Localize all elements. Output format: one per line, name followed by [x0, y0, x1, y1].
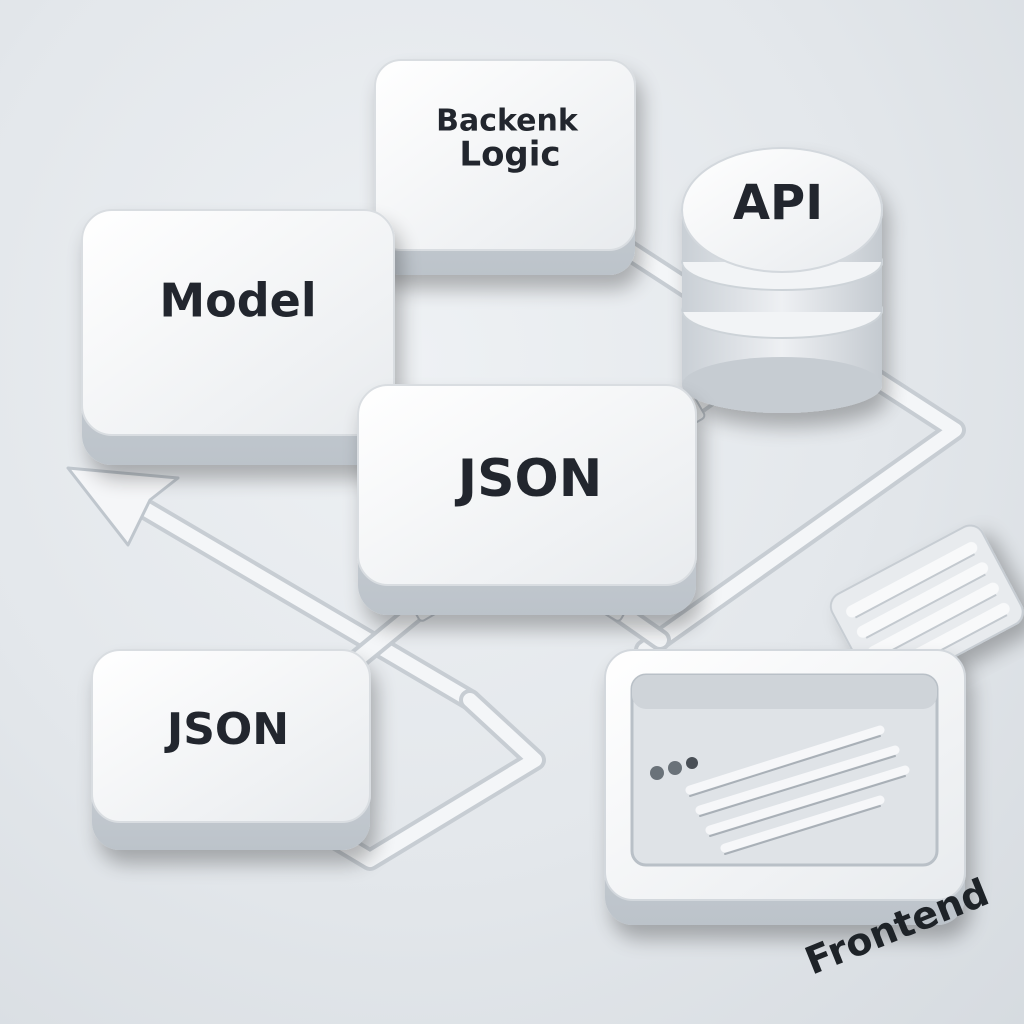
- backend-label-line1: Backenk: [436, 104, 579, 139]
- json-center-label: JSON: [455, 449, 603, 509]
- backend-label-line2: Logic: [459, 135, 560, 175]
- node-json-lower[interactable]: JSON: [91, 649, 371, 850]
- node-model[interactable]: Model: [81, 209, 395, 465]
- json-lower-label: JSON: [164, 704, 289, 755]
- node-frontend-window[interactable]: [604, 649, 966, 925]
- arrow-head-icon: [66, 466, 180, 547]
- node-api-database[interactable]: API: [681, 147, 883, 413]
- browser-window-icon: [630, 673, 939, 867]
- model-label: Model: [159, 274, 316, 328]
- node-json-center[interactable]: JSON: [357, 384, 697, 615]
- node-backend-logic[interactable]: Backenk Logic: [374, 59, 636, 275]
- api-label: API: [733, 175, 823, 231]
